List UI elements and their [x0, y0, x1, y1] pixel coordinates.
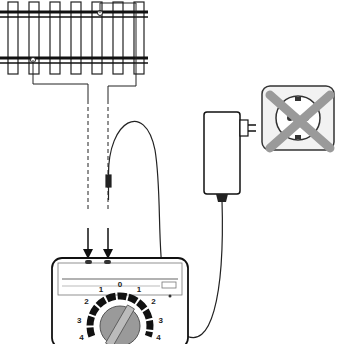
scale-number: 0 — [118, 281, 122, 289]
controller — [52, 258, 188, 344]
scale-number: 2 — [151, 298, 155, 306]
track-rails — [0, 12, 148, 63]
scale-number: 2 — [84, 298, 88, 306]
scale-number: 4 — [156, 334, 160, 342]
scale-number: 3 — [77, 317, 81, 325]
scale-number: 3 — [158, 317, 162, 325]
scale-number: 1 — [99, 286, 103, 294]
power-supply — [204, 112, 256, 202]
scale-number: 4 — [79, 334, 83, 342]
wall-socket — [262, 86, 334, 150]
scale-number: 1 — [137, 286, 141, 294]
